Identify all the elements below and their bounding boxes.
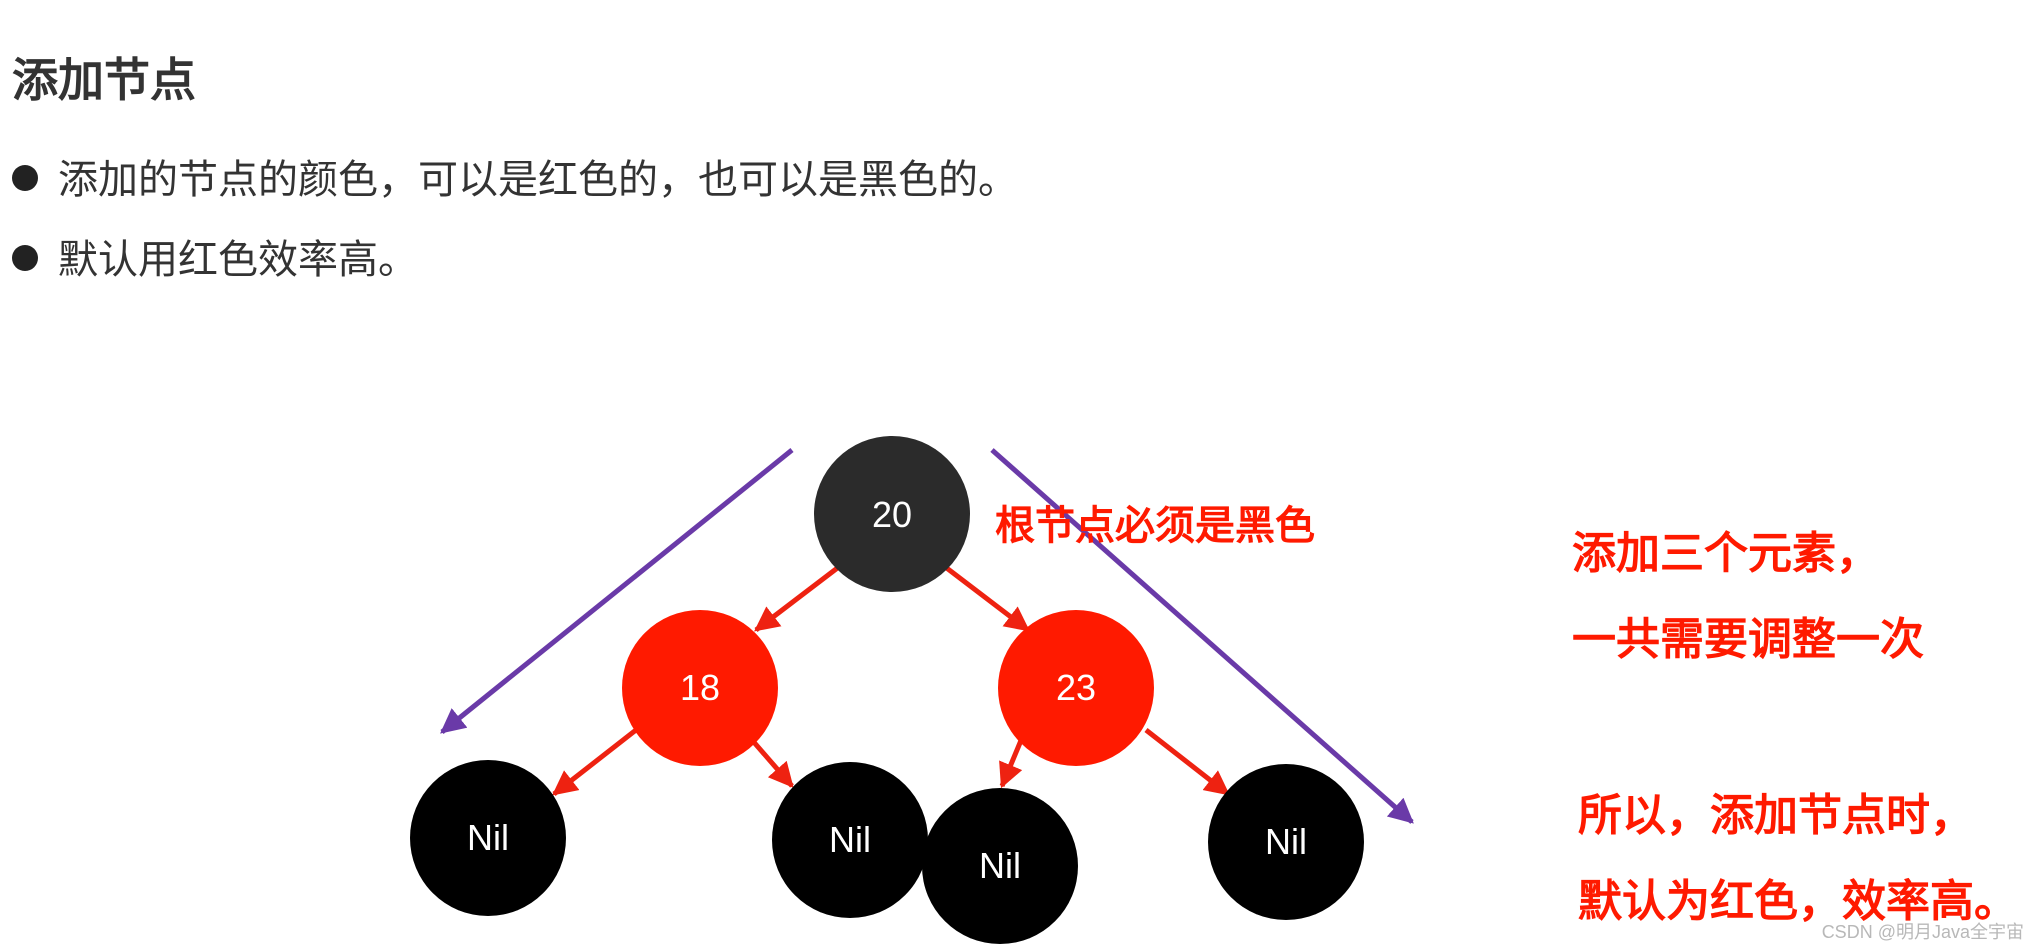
- bullet-dot-icon: [12, 245, 38, 271]
- tree-node-root: 20: [814, 436, 970, 592]
- node-label: Nil: [1265, 821, 1307, 862]
- edge-root-left: [754, 564, 842, 632]
- tree-node-nil: Nil: [410, 760, 566, 916]
- note-line: 默认为红色，效率高。: [1578, 876, 2018, 927]
- root-note: 根节点必须是黑色: [995, 503, 1315, 549]
- edge-root-right: [942, 564, 1030, 632]
- tree-node-nil: Nil: [1208, 764, 1364, 920]
- bullet-text: 默认用红色效率高。: [58, 237, 418, 283]
- tree-node-18: 18: [622, 610, 778, 766]
- edge-18-nil: [552, 728, 638, 796]
- purple-arrow-left: [440, 448, 794, 734]
- node-label: Nil: [467, 817, 509, 858]
- tree-node-23: 23: [998, 610, 1154, 766]
- bullet-text: 添加的节点的颜色，可以是红色的，也可以是黑色的。: [58, 157, 1018, 203]
- node-label: Nil: [979, 845, 1021, 886]
- node-label: 20: [872, 494, 912, 535]
- node-label: Nil: [829, 819, 871, 860]
- edge-18-nil: [750, 738, 794, 788]
- bullet-item: 默认用红色效率高。: [12, 232, 418, 288]
- bullet-dot-icon: [12, 165, 38, 191]
- watermark: CSDN @明月Java全宇宙: [1821, 922, 2024, 942]
- edge-23-nil: [1144, 728, 1230, 796]
- note-line: 所以，添加节点时，: [1578, 790, 1974, 841]
- tree-node-nil: Nil: [772, 762, 928, 918]
- node-label: 18: [680, 667, 720, 708]
- note-line: 一共需要调整一次: [1572, 614, 1924, 665]
- node-label: 23: [1056, 667, 1096, 708]
- bullet-item: 添加的节点的颜色，可以是红色的，也可以是黑色的。: [12, 152, 1018, 208]
- tree-node-nil: Nil: [922, 788, 1078, 944]
- purple-arrow-right: [990, 448, 1414, 824]
- page-title: 添加节点: [12, 53, 196, 107]
- edge-23-nil: [999, 737, 1025, 789]
- note-line: 添加三个元素，: [1572, 528, 1880, 579]
